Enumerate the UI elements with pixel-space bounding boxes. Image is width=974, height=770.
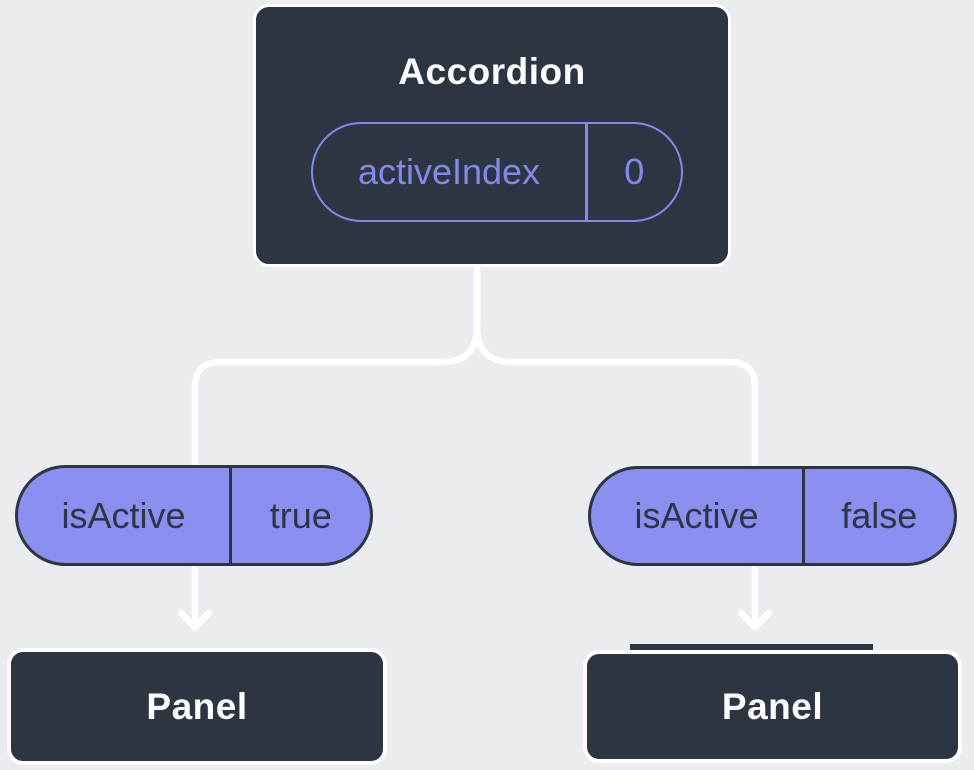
panel-title: Panel xyxy=(721,685,824,727)
pill-divider xyxy=(802,469,805,563)
prop-value-label: 0 xyxy=(624,151,645,192)
state-value-label: true xyxy=(269,494,332,536)
panel-ghost-edge xyxy=(630,644,873,654)
activeindex-prop-pill: activeIndex 0 xyxy=(311,122,683,222)
pill-divider xyxy=(585,124,588,220)
connector-left-arrow xyxy=(177,564,213,632)
prop-name-label: activeIndex xyxy=(357,151,541,192)
state-name-label: isActive xyxy=(634,495,759,536)
isactive-true-pill: isActive true xyxy=(15,465,373,566)
state-name-label: isActive xyxy=(61,494,186,536)
connector-right-arrow xyxy=(737,564,773,632)
panel-title: Panel xyxy=(146,685,248,727)
connector-left-branch xyxy=(191,260,481,468)
panel-node-right: Panel xyxy=(583,650,962,763)
connector-right-branch xyxy=(473,260,759,469)
pill-divider xyxy=(229,468,232,563)
isactive-false-pill: isActive false xyxy=(588,466,957,566)
accordion-node: Accordion activeIndex 0 xyxy=(253,4,731,267)
accordion-title: Accordion xyxy=(398,51,586,92)
state-value-label: false xyxy=(841,495,918,536)
panel-node-left: Panel xyxy=(7,648,387,765)
